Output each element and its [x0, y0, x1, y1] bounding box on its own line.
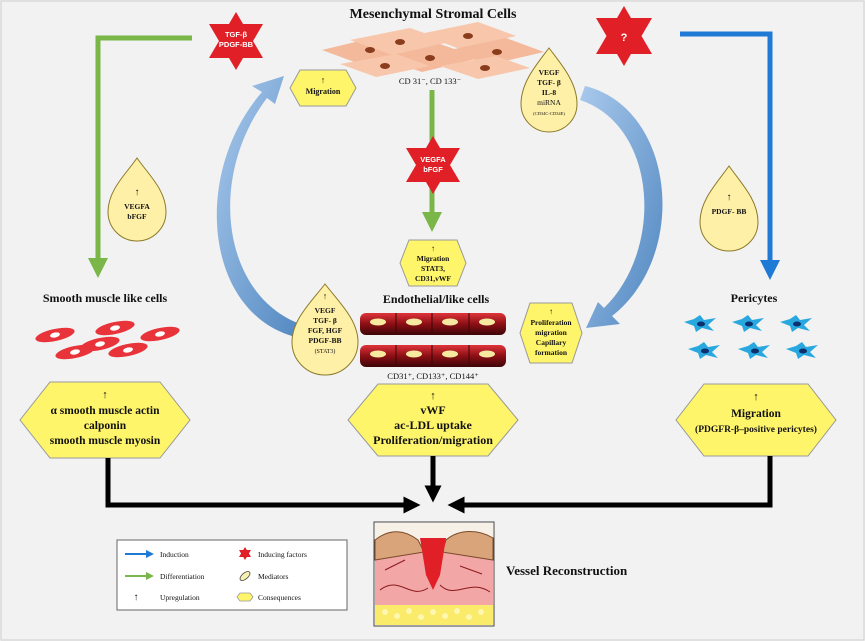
- drop-pdgf-bb: ↑ PDGF- BB: [699, 165, 759, 252]
- svg-text:↑: ↑: [323, 291, 328, 301]
- svg-text:vWF: vWF: [420, 403, 445, 417]
- svg-text:formation: formation: [535, 348, 568, 357]
- svg-text:Capillary: Capillary: [536, 338, 567, 347]
- legend: Induction Differentiation ↑ Upregulation…: [116, 539, 348, 611]
- svg-text:PDGF- BB: PDGF- BB: [712, 207, 747, 216]
- svg-text:Proliferation/migration: Proliferation/migration: [373, 433, 493, 447]
- endothelial-heading: Endothelial/like cells: [383, 292, 490, 306]
- svg-text:VEGF: VEGF: [315, 306, 336, 315]
- svg-text:↑: ↑: [102, 389, 108, 401]
- svg-text:STAT3,: STAT3,: [421, 264, 445, 273]
- legend-mediators-icon: [239, 571, 251, 581]
- svg-text:PDGF-BB: PDGF-BB: [309, 336, 342, 345]
- svg-text:VEGFA: VEGFA: [124, 202, 150, 211]
- svg-text:Migration: Migration: [306, 87, 341, 96]
- svg-text:PDGF-BB: PDGF-BB: [219, 40, 254, 49]
- svg-text:TGF- β: TGF- β: [537, 78, 561, 87]
- svg-text:↑: ↑: [431, 244, 435, 253]
- outcome-label: Vessel Reconstruction: [506, 563, 628, 578]
- svg-text:↑: ↑: [727, 192, 732, 203]
- drop-vegfa-bfgf-left: ↑ VEGFA bFGF: [107, 157, 167, 242]
- svg-text:Proliferation: Proliferation: [530, 318, 572, 327]
- legend-induction: Induction: [160, 550, 189, 559]
- svg-text:migration: migration: [535, 328, 567, 337]
- hex-migration-stat3: ↑ Migration STAT3, CD31,vWF: [399, 239, 467, 287]
- svg-text:TGF-β: TGF-β: [225, 30, 247, 39]
- pericytes-heading: Pericytes: [731, 291, 778, 305]
- hex-proliferation: ↑ Proliferation migration Capillary form…: [519, 302, 583, 364]
- svg-text:calponin: calponin: [84, 420, 127, 432]
- endothelial-cells-icon: [360, 313, 506, 367]
- svg-text:VEGFA: VEGFA: [420, 155, 446, 164]
- vessel-reconstruction-image: [373, 521, 495, 627]
- black-arrow-right: [447, 456, 773, 514]
- legend-upregulation: Upregulation: [160, 593, 200, 602]
- legend-consequences-icon: [236, 592, 254, 602]
- svg-text:ac-LDL uptake: ac-LDL uptake: [394, 418, 472, 432]
- legend-consequences: Consequences: [258, 593, 301, 602]
- black-arrow-left: [105, 458, 421, 514]
- drop-vegf-fgf-hgf: ↑ VEGF TGF- β FGF, HGF PDGF-BB (STAT3): [291, 283, 359, 376]
- curved-arrow-right: [580, 86, 663, 328]
- star-unknown: ?: [596, 6, 652, 66]
- svg-text:α smooth muscle actin: α smooth muscle actin: [51, 405, 161, 417]
- star-tgf-pdgf: TGF-β PDGF-BB: [209, 12, 263, 70]
- pericytes-cells-icon: [684, 315, 818, 359]
- hex-migration-top: ↑ Migration: [289, 69, 357, 107]
- hex-pericytes-consequences: ↑ Migration (PDGFR-β–positive pericytes): [675, 383, 837, 457]
- svg-text:(PDGFR-β–positive pericytes): (PDGFR-β–positive pericytes): [695, 424, 817, 435]
- svg-text:(CD34C-CD34E): (CD34C-CD34E): [533, 111, 565, 116]
- legend-inducing-factors: Inducing factors: [258, 550, 307, 559]
- differentiation-arrow-smooth-muscle: [88, 35, 192, 278]
- legend-upregulation-icon: ↑: [134, 592, 139, 603]
- svg-text:↑: ↑: [430, 390, 436, 402]
- svg-text:IL-8: IL-8: [542, 88, 556, 97]
- svg-text:↑: ↑: [321, 75, 326, 85]
- svg-text:↑: ↑: [549, 307, 553, 316]
- svg-text:?: ?: [621, 32, 628, 44]
- msc-cells-icon: [322, 22, 544, 79]
- induction-arrow-pericytes: [680, 31, 780, 280]
- svg-text:bFGF: bFGF: [423, 165, 443, 174]
- endothelial-markers: CD31⁺, CD133⁺, CD144⁺: [387, 371, 479, 381]
- hex-smooth-muscle-consequences: ↑ α smooth muscle actin calponin smooth …: [19, 381, 191, 459]
- legend-inducing-factors-icon: [239, 547, 251, 560]
- smooth-muscle-cells-icon: [35, 320, 180, 360]
- smooth-muscle-heading: Smooth muscle like cells: [43, 291, 168, 305]
- diagram-title: Mesenchymal Stromal Cells: [350, 7, 517, 22]
- drop-vegf-tgf-il8: VEGF TGF- β IL-8 miRNA (CD34C-CD34E): [520, 47, 578, 133]
- svg-text:bFGF: bFGF: [127, 212, 147, 221]
- svg-text:FGF, HGF: FGF, HGF: [308, 326, 343, 335]
- svg-text:VEGF: VEGF: [539, 68, 560, 77]
- svg-text:CD31,vWF: CD31,vWF: [415, 274, 451, 283]
- svg-text:↑: ↑: [753, 391, 759, 403]
- legend-differentiation: Differentiation: [160, 572, 205, 581]
- svg-text:smooth muscle myosin: smooth muscle myosin: [50, 435, 161, 447]
- svg-text:Migration: Migration: [731, 408, 781, 420]
- legend-mediators: Mediators: [258, 572, 288, 581]
- msc-markers: CD 31⁻, CD 133⁻: [399, 76, 462, 86]
- svg-text:(STAT3): (STAT3): [315, 348, 336, 355]
- svg-text:↑: ↑: [135, 187, 140, 198]
- hex-endothelial-consequences: ↑ vWF ac-LDL uptake Proliferation/migrat…: [347, 383, 519, 457]
- star-vegfa-bfgf: VEGFA bFGF: [406, 136, 460, 194]
- svg-text:TGF- β: TGF- β: [313, 316, 337, 325]
- curved-arrow-left: [216, 76, 306, 338]
- svg-text:Migration: Migration: [417, 254, 450, 263]
- svg-text:miRNA: miRNA: [537, 98, 561, 107]
